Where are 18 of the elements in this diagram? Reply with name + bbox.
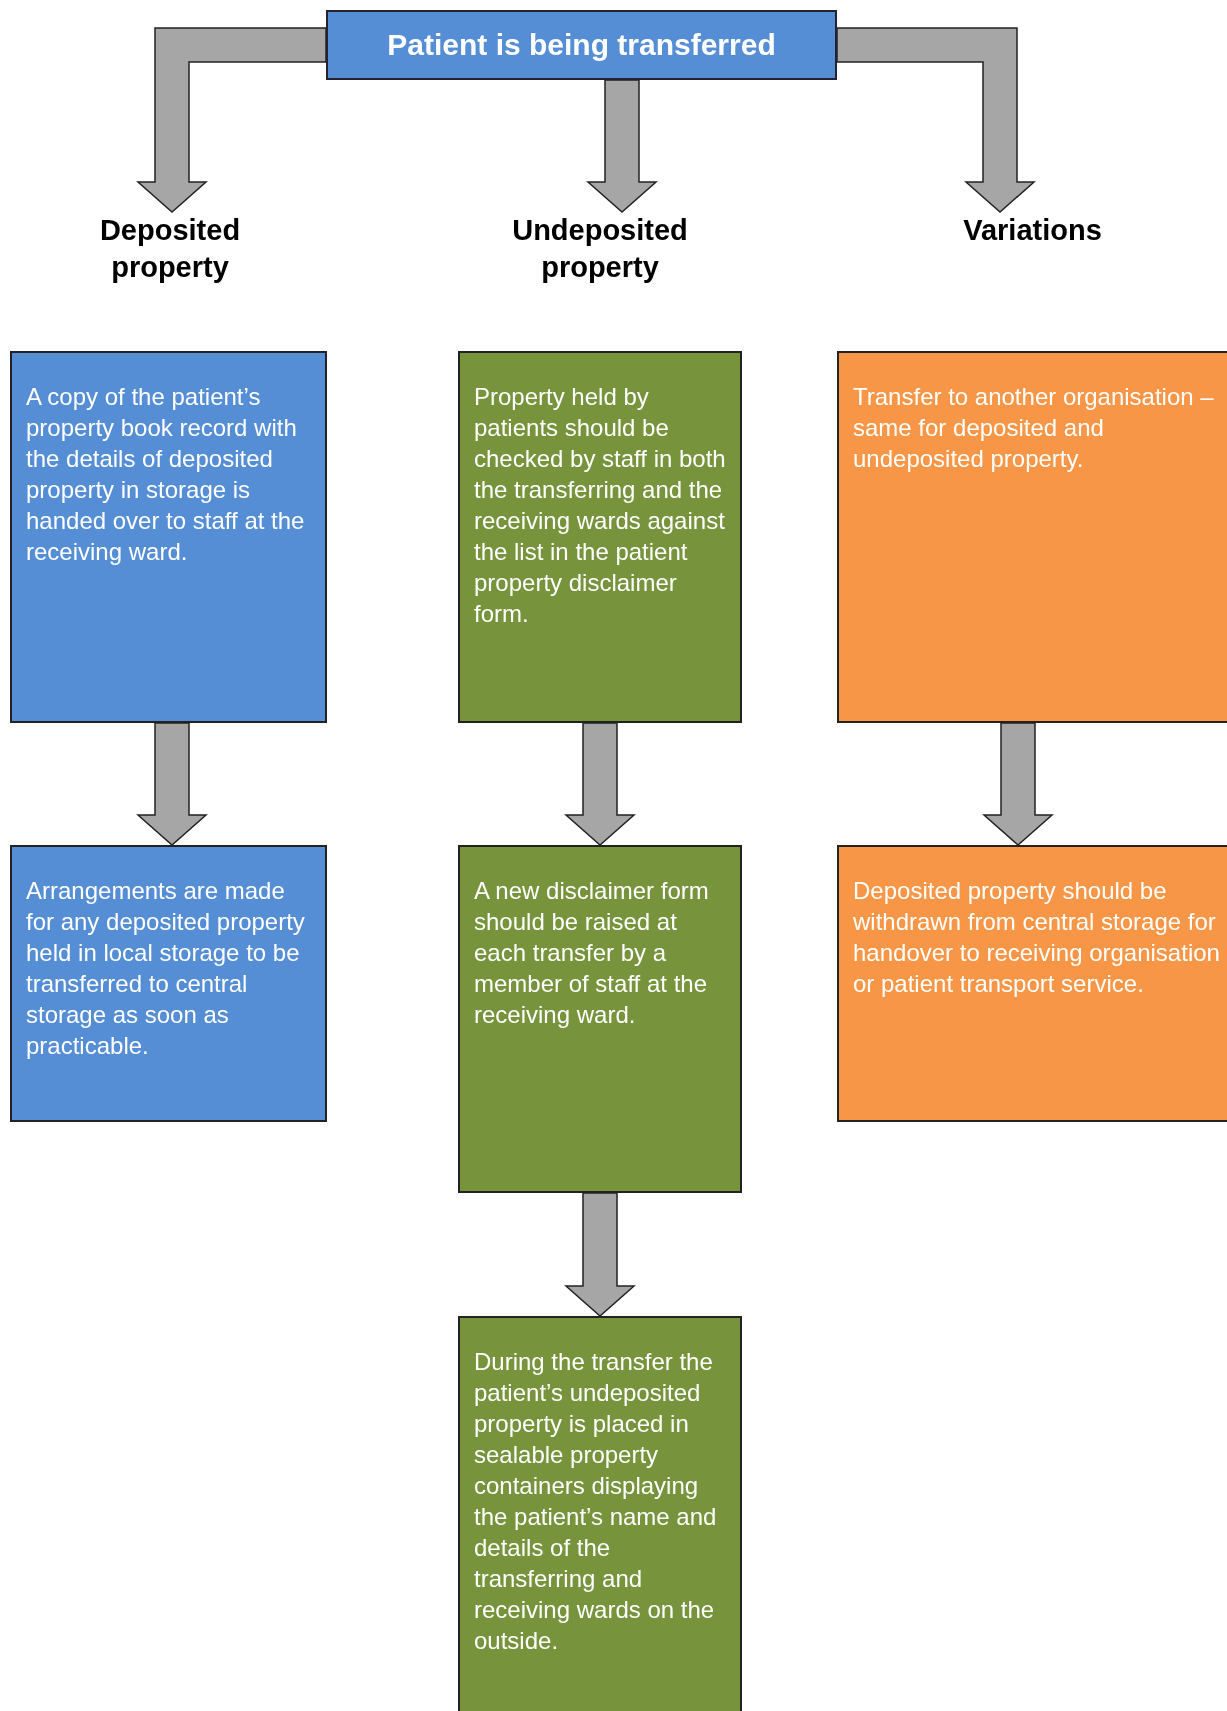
- block-arrow: [564, 722, 636, 846]
- process-box: A new disclaimer form should be raised at each transfer by a member of staff at the receiving ward.: [458, 845, 742, 1193]
- block-arrow: [136, 27, 327, 213]
- process-box: Transfer to another organisation – same for deposited and undeposited property.: [837, 351, 1227, 723]
- process-box: A copy of the patient’s property book record with the details of deposited property in storage is handed over to staff at the receiving ward.: [10, 351, 327, 723]
- column-heading: Variations: [900, 212, 1165, 257]
- block-arrow: [564, 1192, 636, 1317]
- process-box: Deposited property should be withdrawn from central storage for handover to receiving organisation or patient transport service.: [837, 845, 1227, 1122]
- block-arrow: [136, 722, 208, 846]
- title-box: Patient is being transferred: [326, 10, 837, 80]
- column-heading: Deposited property: [40, 212, 300, 292]
- block-arrow: [836, 27, 1036, 213]
- block-arrow: [586, 79, 658, 213]
- process-box: Property held by patients should be checked by staff in both the transferring and the receiving wards against the list in the patient property disclaimer form.: [458, 351, 742, 723]
- process-box: During the transfer the patient’s undeposited property is placed in sealable property containers displaying the patient’s name and details of the transferring and receiving wards on the outside.: [458, 1316, 742, 1711]
- column-heading: Undeposited property: [470, 212, 730, 292]
- block-arrow: [982, 722, 1054, 846]
- process-box: Arrangements are made for any deposited property held in local storage to be transferred to central storage as soon as practicable.: [10, 845, 327, 1122]
